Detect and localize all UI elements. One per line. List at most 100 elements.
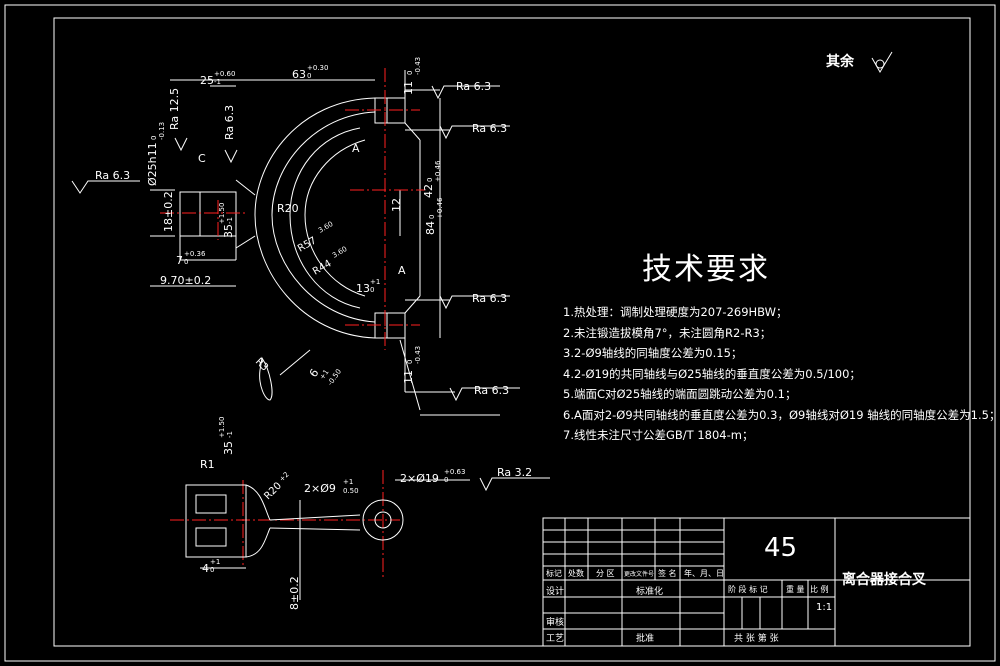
dim-R44-tol: 3.60 bbox=[331, 245, 349, 260]
center-lines bbox=[160, 68, 425, 580]
dim-84-tol0: 0 bbox=[428, 215, 436, 219]
tb-zone: 分 区 bbox=[596, 569, 615, 578]
part-name: 离合器接合叉 bbox=[842, 572, 926, 588]
dim-2x9-tol: +1 bbox=[343, 478, 353, 486]
dim-42: 42 bbox=[422, 184, 435, 198]
dim-d25-tol-b: -0.13 bbox=[158, 122, 166, 140]
tb-sign: 签 名 bbox=[658, 569, 677, 578]
requirement-item: 1.热处理：调制处理硬度为207-269HBW； bbox=[563, 305, 788, 319]
tb-process: 工艺 bbox=[546, 634, 565, 644]
dim-63-tol0: 0 bbox=[307, 72, 311, 80]
dim-35-b: 35 bbox=[222, 441, 235, 455]
dim-4-tol: +1 bbox=[210, 558, 220, 566]
dim-12: 12 bbox=[390, 198, 403, 212]
ra-left: Ra 6.3 bbox=[95, 169, 130, 182]
dim-d25h11: Ø25h11 bbox=[146, 142, 159, 186]
dim-7-tol: +0.36 bbox=[184, 250, 206, 258]
dim-R20-b-tol: +2 bbox=[278, 470, 291, 483]
dim-35-b-tol: +1.50 bbox=[218, 417, 226, 438]
dim-35-tol0: -1 bbox=[226, 217, 234, 224]
dim-7: 7 bbox=[176, 254, 183, 267]
tb-sheets: 共 张 第 张 bbox=[734, 634, 779, 644]
dim-11-bot-tol: -0.43 bbox=[414, 346, 422, 364]
tb-standard: 标准化 bbox=[636, 587, 664, 597]
tb-count: 处数 bbox=[568, 569, 584, 578]
dim-42-tol: +0.46 bbox=[434, 160, 442, 182]
tb-stage: 阶 段 标 记 bbox=[728, 585, 768, 594]
ra-top: Ra 6.3 bbox=[456, 80, 491, 93]
title-block-lines bbox=[542, 517, 971, 647]
dim-25-tol0: -1 bbox=[214, 78, 221, 86]
dim-7-tol0: 0 bbox=[184, 258, 188, 266]
dim-2x19: 2×Ø19 bbox=[400, 472, 439, 485]
ra-upper: Ra 6.3 bbox=[472, 122, 507, 135]
dim-13-tol0: 0 bbox=[370, 286, 374, 294]
dim-13-tol: +1 bbox=[370, 278, 380, 286]
dim-11-bot-tol0: 0 bbox=[406, 360, 414, 364]
dim-R57: R57 bbox=[296, 235, 319, 254]
dim-2x9: 2×Ø9 bbox=[304, 482, 336, 495]
label-C: C bbox=[198, 152, 206, 165]
tech-requirements-list: 1.热处理：调制处理硬度为207-269HBW； 2.未注锻造拔模角7°，未注圆… bbox=[563, 302, 1000, 446]
rest-roughness-symbol bbox=[871, 51, 893, 73]
material: 45 bbox=[764, 533, 798, 563]
dim-11-bot: 11 bbox=[402, 370, 415, 384]
dim-d25-tol-a: 0 bbox=[150, 136, 158, 140]
dim-R1: R1 bbox=[200, 458, 215, 471]
requirement-item: 7.线性未注尺寸公差GB/T 1804-m； bbox=[563, 428, 754, 442]
tb-design: 设计 bbox=[546, 587, 565, 597]
requirement-item: 6.A面对2-Ø9共同轴线的垂直度公差为0.3，Ø9轴线对Ø19 轴线的同轴度公… bbox=[563, 407, 1000, 422]
dim-35-tol: +1.50 bbox=[218, 203, 226, 224]
tb-mark: 标记 bbox=[546, 569, 562, 578]
dim-35: 35 bbox=[222, 224, 235, 238]
dim-11-top-tol: -0.43 bbox=[414, 57, 422, 75]
requirement-item: 2.未注锻造拔模角7°，未注圆角R2-R3； bbox=[563, 325, 772, 340]
drawing-frame bbox=[53, 17, 971, 647]
dim-4: 4 bbox=[202, 562, 209, 575]
dim-8: 8±0.2 bbox=[288, 576, 301, 610]
dim-2x19-tol: +0.63 bbox=[444, 468, 465, 476]
ra-hub: Ra 6.3 bbox=[223, 105, 236, 140]
tb-approve: 批准 bbox=[636, 634, 655, 644]
dim-11-top-tol0: 0 bbox=[406, 71, 414, 75]
label-A-bot: A bbox=[398, 264, 406, 277]
scale: 1:1 bbox=[816, 602, 833, 613]
roughness-marks bbox=[71, 85, 550, 492]
dim-35-b-tol0: -1 bbox=[226, 431, 234, 438]
requirement-item: 3.2-Ø9轴线的同轴度公差为0.15； bbox=[563, 346, 743, 360]
tb-scale-label: 比 例 bbox=[810, 585, 829, 594]
bottom-view bbox=[185, 479, 470, 600]
main-view bbox=[150, 70, 500, 416]
dim-11-top: 11 bbox=[402, 81, 415, 95]
dim-9-70: 9.70±0.2 bbox=[160, 274, 211, 287]
ra-bottom: Ra 6.3 bbox=[474, 384, 509, 397]
outer-border bbox=[4, 4, 996, 662]
dim-63: 63 bbox=[292, 68, 306, 81]
tb-review: 审核 bbox=[546, 618, 565, 628]
tb-date: 年、月、日 bbox=[684, 569, 724, 578]
dim-R20-b: R20 bbox=[262, 480, 284, 502]
dim-6-tol0: -0.50 bbox=[326, 368, 343, 387]
dim-84: 84 bbox=[424, 221, 437, 235]
dimension-texts: 63 +0.30 0 25 +0.60 -1 11 -0.43 0 42 +0.… bbox=[146, 57, 465, 610]
dim-2x9-tol0: 0.50 bbox=[343, 487, 359, 495]
dim-18: 18±0.2 bbox=[162, 191, 175, 232]
dim-25-tol: +0.60 bbox=[214, 70, 235, 78]
dim-R57-tol: 3.60 bbox=[317, 220, 335, 235]
ra-lower: Ra 6.3 bbox=[472, 292, 507, 305]
requirement-item: 4.2-Ø19的共同轴线与Ø25轴线的垂直度公差为0.5/100； bbox=[563, 366, 861, 381]
tech-requirements-title: 技术要求 bbox=[642, 252, 770, 287]
ra-3-2: Ra 3.2 bbox=[497, 466, 532, 479]
dim-2x19-tol0: 0 bbox=[444, 476, 448, 484]
dim-R20: R20 bbox=[277, 202, 299, 215]
dim-25: 25 bbox=[200, 74, 214, 87]
dim-63-tol: +0.30 bbox=[307, 64, 328, 72]
ra-12-5: Ra 12.5 bbox=[168, 88, 181, 130]
requirement-item: 5.端面C对Ø25轴线的端面圆跳动公差为0.1； bbox=[563, 387, 797, 401]
rest-roughness-label: 其余 bbox=[826, 54, 854, 70]
dim-42-tol0: 0 bbox=[426, 178, 434, 182]
tb-change-doc: 更改文件号 bbox=[624, 571, 655, 578]
dim-4-tol0: 0 bbox=[210, 566, 214, 574]
dim-R3: R3 bbox=[253, 356, 270, 373]
